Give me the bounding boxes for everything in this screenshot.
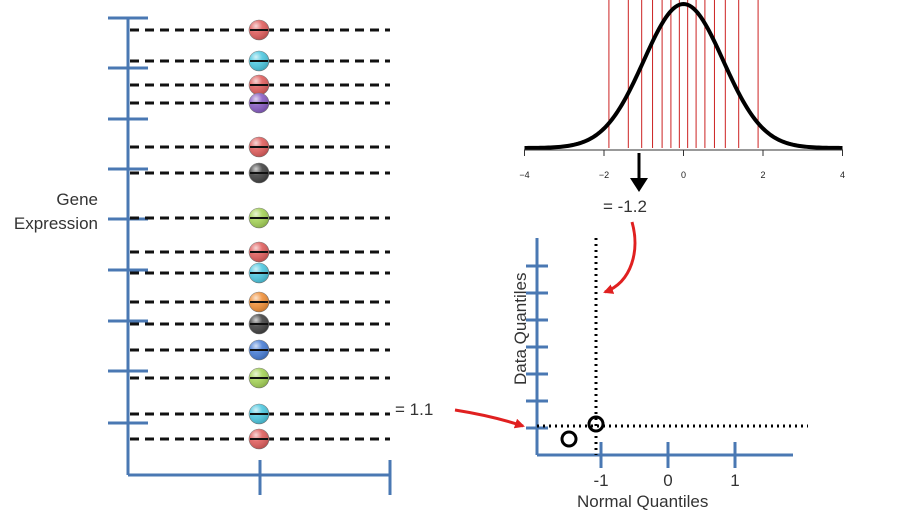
qq-x-tick-label: 0 xyxy=(663,471,672,490)
qq-y-ticks xyxy=(526,264,548,430)
qq-x-axis-label: Normal Quantiles xyxy=(577,492,709,511)
gene-expression-label: Gene Expression xyxy=(0,188,98,236)
red-arrow-to-vertical xyxy=(603,221,637,294)
normal-quantile-annotation: = -1.2 xyxy=(603,197,647,216)
curve-tick-label: 4 xyxy=(840,170,845,180)
qq-point xyxy=(560,430,578,448)
data-quantile-annotation: = 1.1 xyxy=(395,400,434,419)
gene-label-line1: Gene xyxy=(56,190,98,209)
qq-x-tick-label: -1 xyxy=(593,471,608,490)
qq-x-ticks: -1 0 1 xyxy=(593,442,740,490)
curve-tick-label: −4 xyxy=(519,170,529,180)
y-axis-ticks xyxy=(108,16,148,425)
qq-plot-panel: -1 0 1 xyxy=(454,221,808,490)
curve-tick-label: −2 xyxy=(599,170,609,180)
down-arrow-head xyxy=(630,178,648,192)
curve-x-ticks: −4 −2 0 2 4 xyxy=(519,150,845,180)
gene-expression-panel xyxy=(108,16,392,495)
curve-tick-label: 2 xyxy=(760,170,765,180)
gene-label-line2: Expression xyxy=(13,214,98,233)
quantile-lines xyxy=(608,0,759,148)
sample-rows xyxy=(130,19,390,450)
curve-tick-label: 0 xyxy=(681,170,686,180)
qq-x-tick-label: 1 xyxy=(730,471,739,490)
qq-point xyxy=(587,415,605,433)
normal-distribution-panel: −4 −2 0 2 4 xyxy=(519,0,845,192)
normal-curve xyxy=(524,1,843,150)
qq-y-axis-label: Data Quantiles xyxy=(511,272,530,385)
red-arrow-to-horizontal xyxy=(454,408,525,429)
